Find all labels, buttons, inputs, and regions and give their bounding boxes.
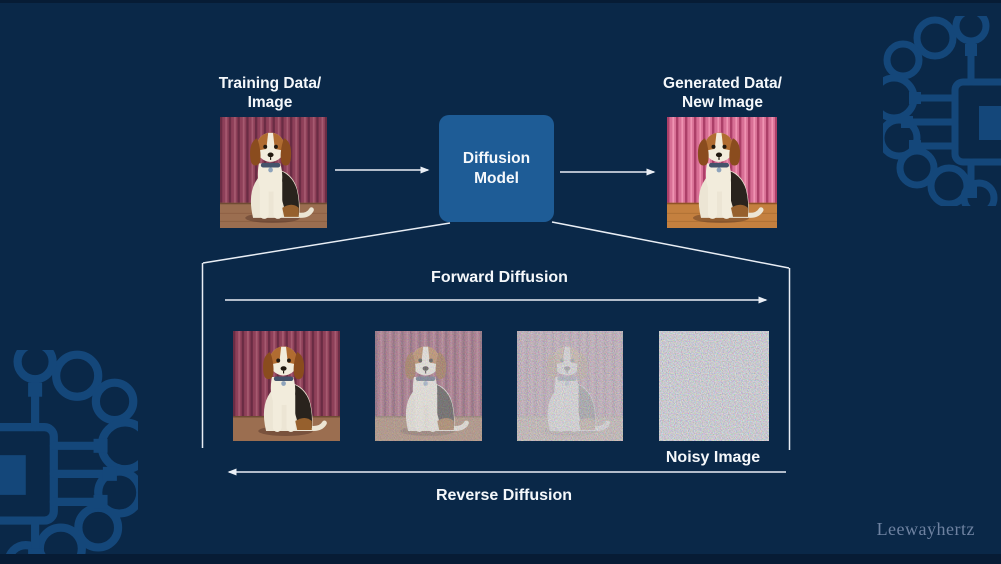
top-edge-strip <box>0 0 1001 3</box>
noisy-image-label: Noisy Image <box>665 449 761 466</box>
diffusion-stage-heavy-noise <box>517 331 623 441</box>
generated-data-label: Generated Data/ New Image <box>615 74 830 112</box>
brain-circuit-icon <box>0 350 138 564</box>
diffusion-model-label-line1: Diffusion <box>462 149 531 167</box>
generated-data-label-line1: Generated Data/ <box>663 75 782 92</box>
bottom-edge-strip <box>0 554 1001 564</box>
reverse-diffusion-label: Reverse Diffusion <box>435 487 573 504</box>
diffusion-model-label-line2: Model <box>474 169 519 187</box>
generated-image <box>667 117 777 228</box>
training-data-label-line2: Image <box>247 94 293 111</box>
diffusion-model-label: Diffusion Model <box>463 149 530 189</box>
diffusion-model-box: Diffusion Model <box>439 115 554 222</box>
expand-line-left <box>202 222 451 264</box>
diffusion-stage-pure-noise <box>659 331 769 441</box>
training-image <box>220 117 327 228</box>
generated-data-label-line2: New Image <box>682 94 763 111</box>
training-data-label: Training Data/ Image <box>165 74 375 112</box>
diffusion-stage-original <box>233 331 340 441</box>
leewayhertz-watermark: Leewayhertz <box>876 519 975 539</box>
training-data-label-line1: Training Data/ <box>218 75 322 92</box>
brain-circuit-icon <box>883 16 1001 206</box>
diffusion-stage-light-noise <box>375 331 482 441</box>
forward-diffusion-label: Forward Diffusion <box>431 269 568 286</box>
expand-line-right <box>551 221 790 269</box>
